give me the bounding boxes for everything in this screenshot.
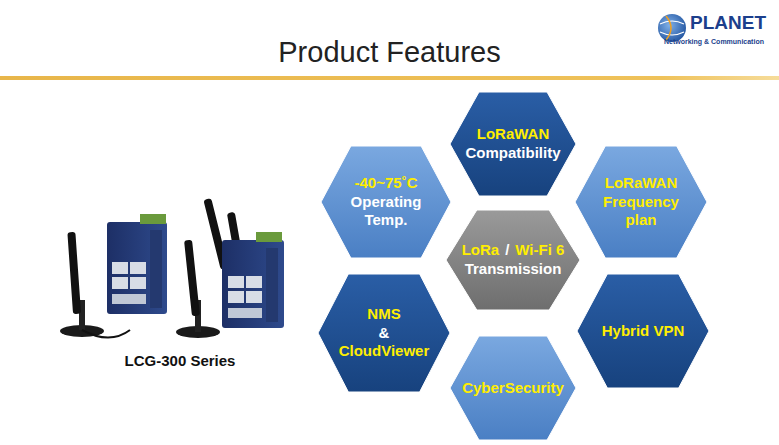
feature-hexagon: LoRaWANCompatibility [450,92,576,196]
logo-tagline: Networking & Communication [664,38,776,46]
feature-hexagon: NMS&CloudViewer [318,274,450,392]
logo-globe [658,14,686,42]
product-label: LCG-300 Series [95,352,265,370]
feature-text: NMS [367,305,400,324]
feature-text: & [379,324,390,343]
feature-text: Wi-Fi 6 [515,241,564,260]
feature-hexagon: Hybrid VPN [577,274,709,388]
product-photo [60,198,284,338]
feature-hexagon: LoRaWAN Frequency plan [575,146,707,258]
feature-text: CyberSecurity [462,379,564,398]
feature-hexagon: CyberSecurity [450,336,576,440]
feature-text: / [505,241,509,260]
feature-text: LoRaWAN [477,125,550,144]
feature-text: LoRa [462,241,500,260]
feature-text: CloudViewer [339,342,430,361]
feature-text: LoRaWAN Frequency plan [590,174,693,230]
feature-text: Compatibility [465,144,560,163]
feature-text: Transmission [465,260,562,279]
feature-text: Operating Temp. [335,193,436,231]
feature-text: -40~75˚C [355,174,418,193]
title-rule [0,76,779,80]
feature-text: Hybrid VPN [602,322,685,341]
feature-hexagon: -40~75˚COperating Temp. [321,146,451,258]
slide-title: Product Features [0,34,779,70]
feature-hexagon: LoRa / Wi-Fi 6Transmission [446,210,580,310]
logo-text: PLANET [690,12,776,35]
